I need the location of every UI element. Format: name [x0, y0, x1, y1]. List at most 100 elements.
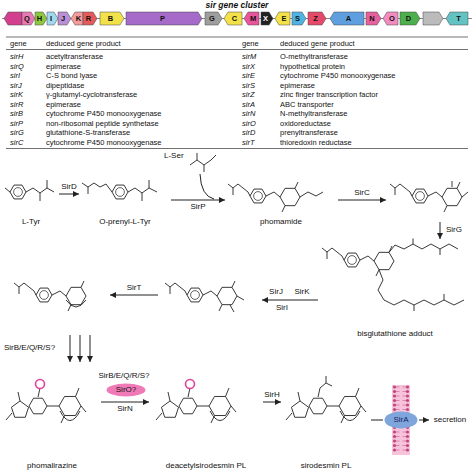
gene-product: C-S bond lyase: [46, 72, 97, 80]
gene-name: sirG: [10, 129, 24, 137]
gene-arrow: [244, 12, 259, 25]
bond: [360, 256, 374, 261]
gene-arrow: [423, 12, 443, 25]
lipid-head: [406, 408, 409, 411]
gene-letter: J: [61, 15, 65, 23]
bond: [298, 392, 300, 401]
enzyme-label: SirG: [446, 226, 462, 234]
bond: [81, 406, 86, 412]
compound: phomalirazine: [4, 374, 100, 470]
node-text: L-Tyr: [22, 218, 40, 226]
lipid-head: [406, 448, 409, 451]
lipid-head: [406, 430, 409, 433]
lipid-tail: [396, 387, 400, 388]
gene-arrow: [292, 12, 306, 25]
node-text: phomamide: [260, 218, 302, 226]
ring: [161, 401, 178, 417]
bond: [232, 281, 235, 287]
gene-letter: Z: [313, 15, 318, 23]
gene-product: epimerase: [46, 101, 81, 109]
table-rule: [6, 49, 468, 50]
bond: [142, 193, 143, 201]
bond: [82, 183, 112, 192]
gene-letter: E: [281, 15, 286, 23]
lipid-head: [393, 448, 396, 451]
gene-arrow: [308, 12, 326, 25]
ellipse-fill: [107, 384, 146, 397]
lipid-tail: [403, 432, 407, 433]
bond: [327, 252, 328, 259]
compound: deacetylsirodesmin PL: [150, 374, 262, 470]
reaction-connector: [171, 200, 225, 201]
bond: [88, 187, 89, 194]
lipid-head: [406, 390, 409, 393]
gene-arrow: [261, 12, 273, 25]
cosubstrate-curve: [200, 174, 214, 199]
bond: [322, 248, 342, 256]
bond: [165, 283, 185, 291]
node-text: sirodesmin PL: [301, 462, 352, 470]
gene-product: prenyltransferase: [280, 129, 338, 137]
lipid-head: [406, 435, 409, 438]
aromatic-circle: [116, 188, 125, 197]
disulfide-bridge: [66, 300, 86, 307]
node-text: deacetylsirodesmin PL: [166, 462, 246, 470]
gene-arrow: [83, 12, 97, 25]
gene-arrow: [126, 12, 202, 25]
gene-letter: P: [160, 15, 165, 23]
reaction-connector: [101, 402, 149, 403]
table-rule: [6, 148, 468, 149]
aromatic-circle: [14, 188, 23, 197]
highlight-circle: [36, 380, 45, 389]
gene-letter: D: [406, 15, 411, 23]
bond: [6, 413, 12, 420]
bond: [81, 281, 84, 287]
enzyme-label: SirT: [127, 284, 142, 292]
lipid-tail: [396, 409, 400, 410]
gene-name: sirR: [10, 101, 23, 109]
bond: [34, 291, 36, 295]
bond: [233, 188, 234, 195]
gene-name: sirK: [10, 91, 23, 99]
gene-product: oxidoreductase: [280, 120, 331, 128]
bond: [413, 239, 414, 245]
disulfide-bridge: [60, 411, 80, 421]
enzyme-ellipse: SirO?: [106, 383, 146, 397]
reaction-connector: [59, 194, 79, 195]
gene-name: sirQ: [10, 63, 24, 71]
gene-product: thioredoxin reductase: [280, 139, 352, 147]
gene-arrow: [275, 12, 290, 25]
bond: [410, 192, 412, 196]
gene-letter: M: [250, 15, 256, 23]
lipid-tail: [403, 450, 407, 451]
lipid-head: [393, 444, 396, 447]
lipid-head: [406, 439, 409, 442]
gene-arrow: [71, 12, 83, 25]
table-header: deduced gene product: [280, 40, 355, 48]
gene-letter: G: [209, 15, 215, 23]
bond: [389, 244, 458, 252]
lipid-tail: [403, 436, 407, 437]
gene-product: non-ribosomal peptide synthetase: [46, 120, 159, 128]
bond: [38, 388, 40, 397]
bond: [197, 153, 198, 160]
ring: [412, 189, 428, 203]
gene-name: sirX: [242, 63, 255, 71]
destination-label: secretion: [430, 413, 470, 427]
gene-name: sirT: [242, 139, 255, 147]
bond: [149, 180, 150, 188]
bond: [156, 413, 162, 420]
lipid-tail: [403, 396, 407, 397]
lipid-head: [393, 439, 396, 442]
lipid-head: [393, 390, 396, 393]
ring: [10, 185, 26, 199]
reaction-arrow: [90, 335, 91, 362]
reaction-arrow: [338, 200, 386, 201]
bond: [128, 188, 157, 193]
bond: [219, 305, 222, 311]
bond: [185, 291, 187, 295]
enzyme-label: SirI: [276, 304, 288, 312]
bond: [47, 180, 48, 188]
lipid-tail: [396, 441, 400, 442]
ring: [291, 401, 308, 417]
